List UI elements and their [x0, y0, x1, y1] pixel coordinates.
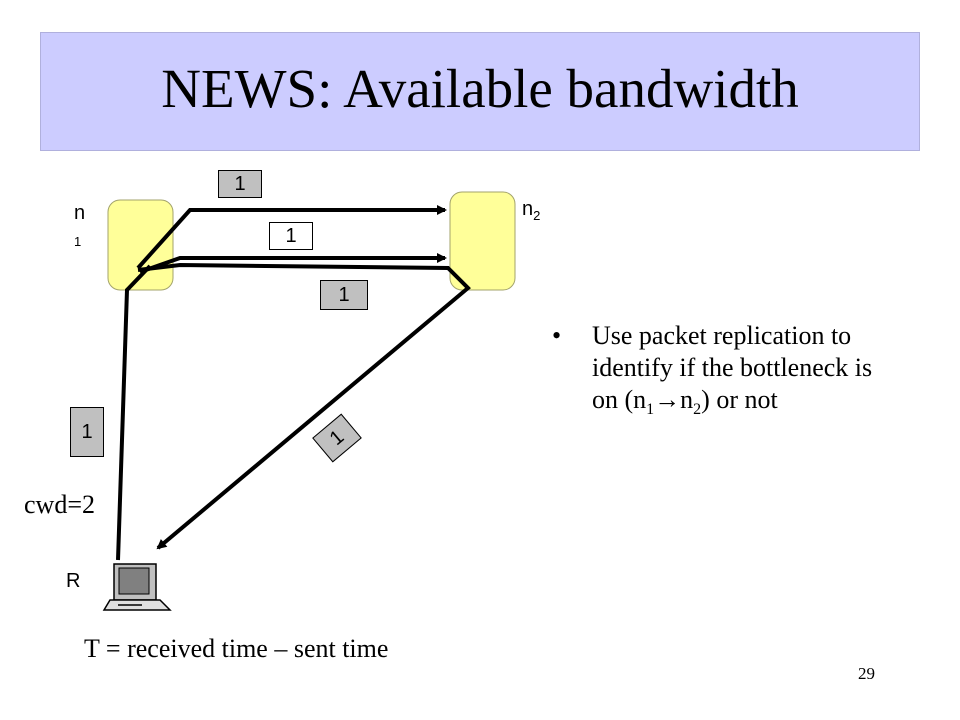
path-n2-to-r	[137, 262, 471, 550]
bullet-close: ) or not	[701, 385, 778, 414]
slide-title: NEWS: Available bandwidth	[161, 58, 799, 119]
bullet-sub1: 1	[646, 401, 655, 419]
page-number: 29	[858, 664, 875, 683]
receiver-label: R	[66, 570, 81, 592]
formula-text: T = received time – sent time	[84, 634, 389, 663]
node-n1-subscript: 1	[74, 234, 82, 249]
bullet-text: Use packet replication to identify if th…	[592, 320, 886, 426]
bullet-arrow: →	[654, 385, 681, 414]
packet-top: 1	[218, 170, 262, 198]
bullet-point: • Use packet replication to identify if …	[552, 320, 886, 426]
bullet-sub2: 2	[693, 401, 702, 419]
packet-left: 1	[70, 407, 104, 457]
bullet-line1: Use packet replication to identify if th…	[592, 321, 873, 414]
packet-upper-middle: 1	[269, 222, 313, 250]
node-n2-label: n2	[522, 198, 540, 223]
packet-lower-middle: 1	[320, 280, 368, 310]
node-n2-box	[449, 191, 516, 291]
cwd-label: cwd=2	[24, 490, 95, 519]
bullet-n: n	[680, 385, 694, 414]
computer-icon	[102, 563, 172, 611]
node-n2-subscript: 2	[533, 208, 541, 223]
node-n1-letter: n	[74, 202, 86, 224]
node-n2-letter: n	[522, 198, 534, 220]
bullet-line2-open: (n	[624, 385, 647, 414]
path-upper	[136, 205, 447, 270]
title-bar: NEWS: Available bandwidth	[40, 32, 920, 151]
node-n1-label: n	[74, 202, 85, 225]
path-n1-to-r	[116, 264, 152, 561]
bullet-dot: •	[552, 321, 562, 350]
